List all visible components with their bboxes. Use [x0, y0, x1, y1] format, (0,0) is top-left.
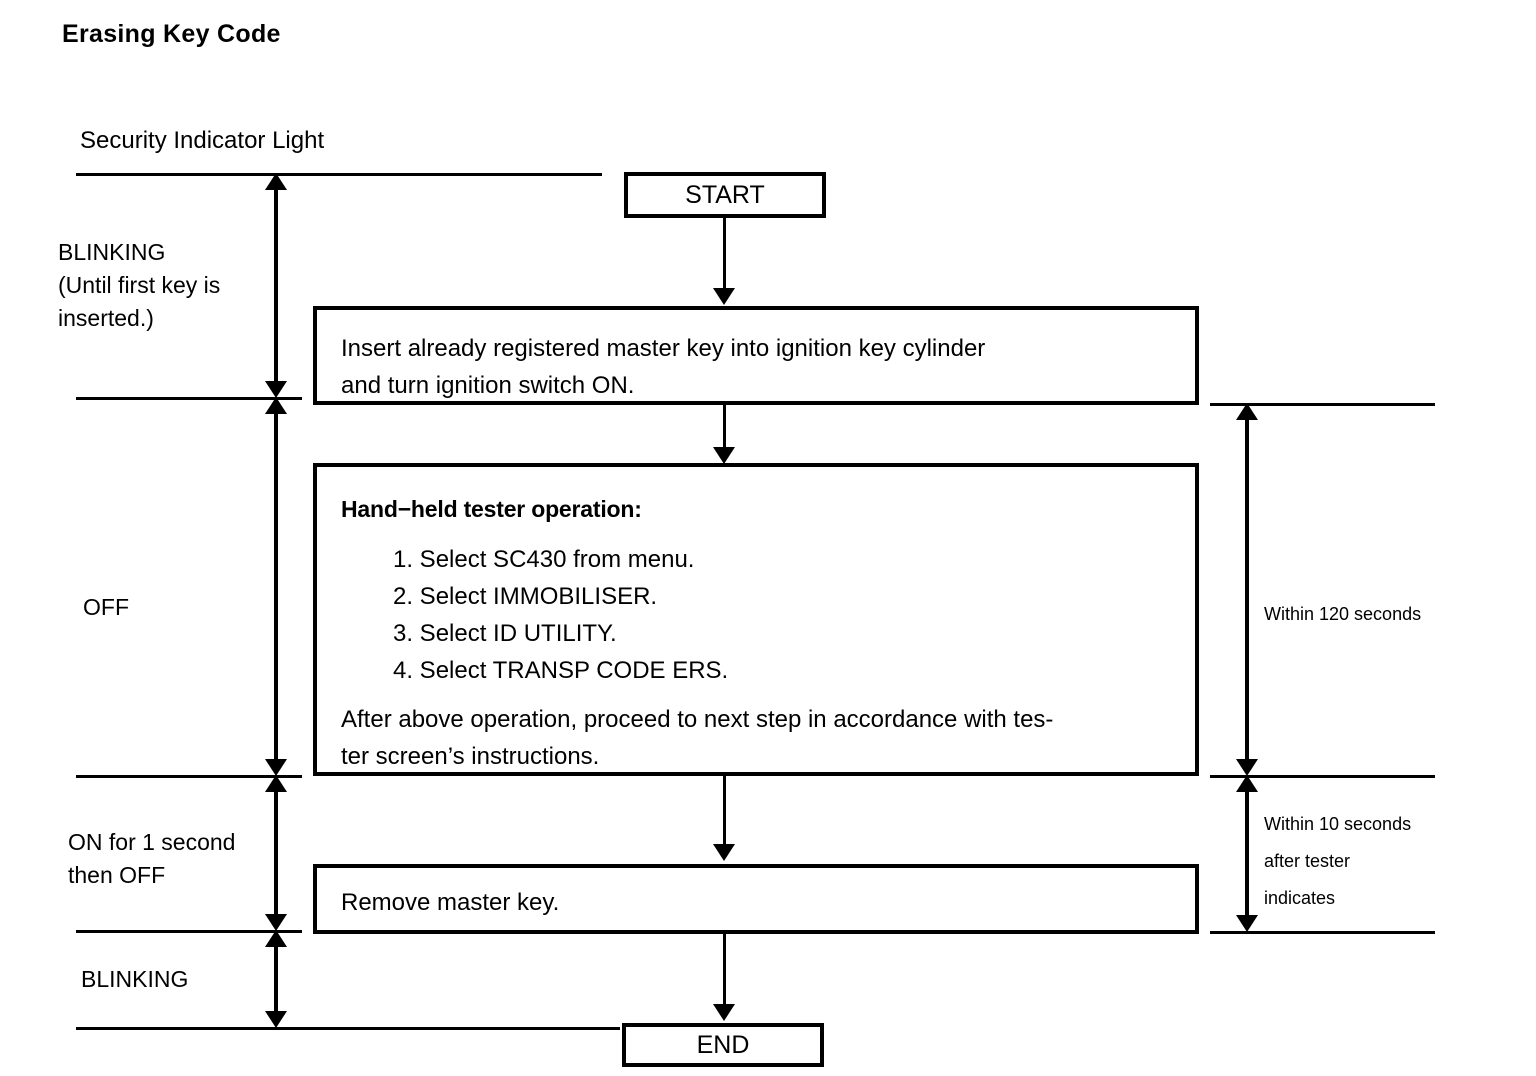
span-arrowhead-down-3: [265, 914, 287, 931]
connector-step1-to-step2: [723, 405, 726, 447]
state-line: BLINKING: [58, 239, 166, 265]
timing-line: Within 10 seconds: [1264, 814, 1412, 834]
state-line: inserted.): [58, 305, 154, 331]
flow-step-remove-master-key[interactable]: Remove master key.: [313, 864, 1199, 934]
band-separator-bottom: [76, 1027, 620, 1030]
span-arrowhead-down-within-10: [1236, 915, 1258, 932]
timing-label-within-10: Within 10 seconds after tester indicates: [1264, 806, 1411, 917]
flow-start-label: START: [685, 180, 765, 209]
state-label-off: OFF: [83, 591, 129, 624]
security-indicator-light-label: Security Indicator Light: [80, 127, 325, 154]
band-separator-1: [76, 397, 302, 400]
span-arrowhead-up-within-10: [1236, 775, 1258, 792]
span-arrow-on-then-off: [274, 782, 278, 923]
step2-item: 2. Select IMMOBILISER.: [393, 583, 658, 610]
flow-start-node[interactable]: START: [624, 172, 826, 218]
connector-arrowhead-start-to-step1: [713, 288, 735, 305]
state-line: (Until first key is: [58, 272, 221, 298]
flow-step-handheld-tester[interactable]: Hand−held tester operation: 1. Select SC…: [313, 463, 1199, 776]
state-line: then OFF: [68, 862, 166, 888]
span-arrow-within-10: [1245, 782, 1249, 924]
step2-item: 4. Select TRANSP CODE ERS.: [393, 657, 729, 684]
step1-line-2: and turn ignition switch ON.: [341, 372, 635, 399]
timing-separator-bottom: [1210, 931, 1435, 934]
step2-note-line-1: After above operation, proceed to next s…: [341, 706, 1054, 733]
span-arrowhead-up-within-120: [1236, 403, 1258, 420]
span-arrowhead-up-4: [265, 930, 287, 947]
timing-separator-mid: [1210, 775, 1435, 778]
band-separator-3: [76, 930, 302, 933]
timing-line: indicates: [1264, 888, 1336, 908]
step2-note-line-2: ter screen’s instructions.: [341, 743, 600, 770]
span-arrowhead-up-2: [265, 397, 287, 414]
state-line: BLINKING: [81, 966, 189, 992]
page-title: Erasing Key Code: [62, 20, 281, 48]
connector-arrowhead-step2-to-step3: [713, 844, 735, 861]
connector-arrowhead-step1-to-step2: [713, 447, 735, 464]
step1-line-1: Insert already registered master key int…: [341, 335, 986, 362]
step3-line-1: Remove master key.: [341, 889, 560, 916]
band-separator-top: [76, 173, 602, 176]
span-arrowhead-up-1: [265, 173, 287, 190]
step2-item: 1. Select SC430 from menu.: [393, 546, 695, 573]
span-arrow-off: [274, 404, 278, 768]
span-arrowhead-down-1: [265, 381, 287, 398]
step2-item-list: 1. Select SC430 from menu. 2. Select IMM…: [393, 541, 1171, 689]
step2-note: After above operation, proceed to next s…: [341, 701, 1171, 775]
state-line: OFF: [83, 594, 129, 620]
connector-arrowhead-step3-to-end: [713, 1004, 735, 1021]
span-arrowhead-down-2: [265, 759, 287, 776]
state-label-blinking-end: BLINKING: [81, 963, 188, 996]
span-arrowhead-up-3: [265, 775, 287, 792]
span-arrow-blinking-end: [274, 937, 278, 1020]
flow-step-insert-master-key[interactable]: Insert already registered master key int…: [313, 306, 1199, 405]
span-arrow-within-120: [1245, 410, 1249, 768]
band-separator-2: [76, 775, 302, 778]
step2-heading: Hand−held tester operation:: [341, 496, 642, 522]
flow-end-label: END: [696, 1030, 750, 1059]
state-label-blinking-first: BLINKING (Until first key is inserted.): [58, 236, 220, 335]
span-arrowhead-down-within-120: [1236, 759, 1258, 776]
timing-label-within-120: Within 120 seconds: [1264, 596, 1421, 633]
connector-step2-to-step3: [723, 776, 726, 844]
state-line: ON for 1 second: [68, 829, 236, 855]
timing-line: after tester: [1264, 851, 1351, 871]
span-arrowhead-down-4: [265, 1011, 287, 1028]
connector-step3-to-end: [723, 934, 726, 1004]
step2-item: 3. Select ID UTILITY.: [393, 620, 617, 647]
timing-separator-top: [1210, 403, 1435, 406]
span-arrow-blinking-first: [274, 180, 278, 390]
timing-line: Within 120 seconds: [1264, 604, 1422, 624]
flow-end-node[interactable]: END: [622, 1023, 824, 1067]
connector-start-to-step1: [723, 218, 726, 288]
state-label-on-then-off: ON for 1 second then OFF: [68, 826, 235, 892]
